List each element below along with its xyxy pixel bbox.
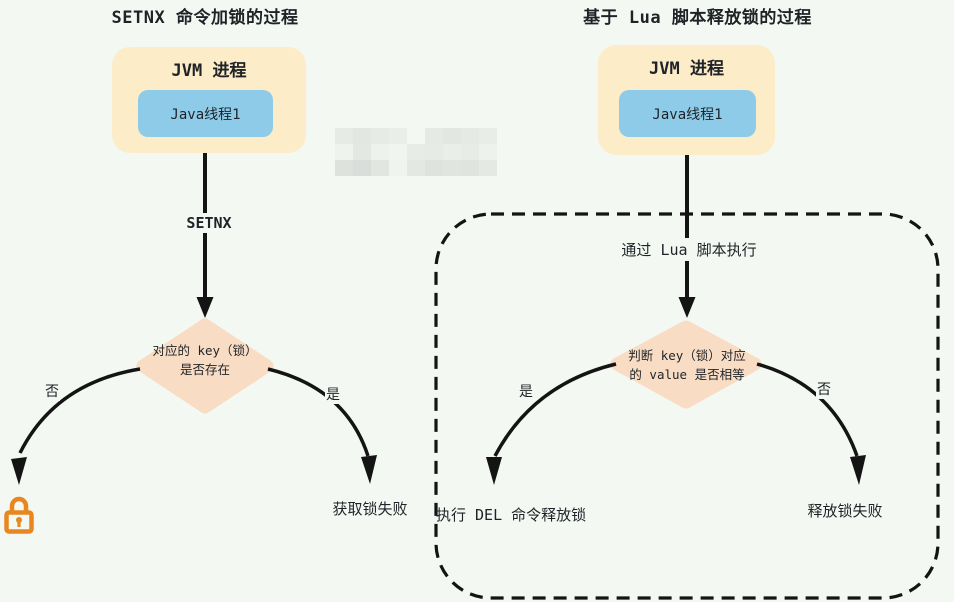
arrowhead-down-icon <box>486 457 502 485</box>
right-no-label: 否 <box>816 379 832 399</box>
lua-arrow-label: 通过 Lua 脚本执行 <box>605 238 773 261</box>
left-no-branch-arrow <box>11 367 141 485</box>
right-jvm-process-label: JVM 进程 <box>649 59 724 79</box>
left-yes-label: 是 <box>325 384 341 404</box>
right-yes-result: 执行 DEL 命令释放锁 <box>436 506 587 524</box>
watermark-pixel <box>479 144 497 160</box>
watermark-pixel <box>353 128 371 144</box>
left-flow-title: SETNX 命令加锁的过程 <box>111 8 299 28</box>
watermark-pixel <box>461 128 479 144</box>
right-yes-branch-arrow <box>486 362 617 485</box>
right-decision-diamond <box>610 320 762 409</box>
setnx-arrow-label: SETNX <box>172 213 246 233</box>
watermark-pixel <box>425 128 443 144</box>
arrowhead-down-icon <box>850 455 866 485</box>
left-decision-diamond <box>136 318 274 414</box>
watermark-pixel <box>425 160 443 176</box>
left-yes-result: 获取锁失败 <box>332 500 408 518</box>
blurred-watermark <box>335 128 497 176</box>
watermark-pixel <box>371 160 389 176</box>
watermark-pixel <box>461 160 479 176</box>
right-java-thread-box: Java线程1 <box>619 90 756 137</box>
watermark-pixel <box>389 160 407 176</box>
watermark-pixel <box>425 144 443 160</box>
right-decision-line1: 判断 key（锁）对应 <box>628 348 746 363</box>
right-decision-text: 判断 key（锁）对应 的 value 是否相等 <box>603 347 771 385</box>
right-no-result: 释放锁失败 <box>807 502 883 520</box>
watermark-pixel <box>407 160 425 176</box>
watermark-pixel <box>371 128 389 144</box>
watermark-pixel <box>371 144 389 160</box>
watermark-pixel <box>443 160 461 176</box>
watermark-pixel <box>479 160 497 176</box>
left-jvm-process-label: JVM 进程 <box>171 61 247 81</box>
right-flow-title: 基于 Lua 脚本释放锁的过程 <box>583 8 812 28</box>
watermark-pixel <box>389 128 407 144</box>
left-decision-text: 对应的 key（锁） 是否存在 <box>125 342 285 380</box>
watermark-pixel <box>389 144 407 160</box>
left-java-thread-box: Java线程1 <box>138 90 273 137</box>
right-decision-line2: 的 value 是否相等 <box>629 366 745 382</box>
right-lua-arrow <box>678 137 696 318</box>
right-no-branch-arrow <box>756 362 866 485</box>
left-yes-branch-arrow <box>267 367 377 484</box>
watermark-pixel <box>335 144 353 160</box>
watermark-pixel <box>335 128 353 144</box>
left-decision-line2: 是否存在 <box>179 361 230 377</box>
watermark-pixel <box>353 160 371 176</box>
left-decision-line1: 对应的 key（锁） <box>152 343 258 358</box>
arrowhead-down-icon <box>196 297 214 318</box>
watermark-pixel <box>353 144 371 160</box>
watermark-pixel <box>443 128 461 144</box>
watermark-pixel <box>335 160 353 176</box>
watermark-pixel <box>461 144 479 160</box>
left-no-label: 否 <box>44 381 60 401</box>
watermark-pixel <box>407 144 425 160</box>
arrowhead-down-icon <box>678 297 696 318</box>
watermark-pixel <box>443 144 461 160</box>
watermark-pixel <box>407 128 425 144</box>
left-jvm-process-box: JVM 进程 Java线程1 <box>112 47 306 153</box>
arrowhead-down-icon <box>11 457 27 485</box>
lock-icon <box>4 496 34 534</box>
right-jvm-process-box: JVM 进程 Java线程1 <box>598 45 775 155</box>
arrowhead-down-icon <box>361 455 377 484</box>
watermark-pixel <box>479 128 497 144</box>
right-yes-label: 是 <box>518 381 534 401</box>
